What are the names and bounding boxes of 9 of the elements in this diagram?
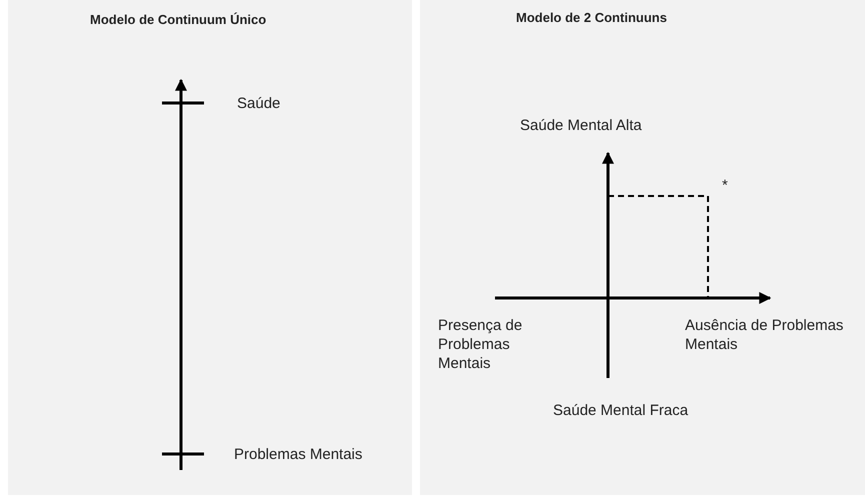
axis-label: Saúde Mental Alta (520, 116, 642, 135)
axis-label: Ausência de Problemas Mentais (685, 316, 844, 354)
axis-label: Presença de Problemas Mentais (438, 316, 524, 373)
annotation-mark: * (722, 176, 728, 195)
axis-label: Saúde (237, 94, 280, 113)
axis-label: Problemas Mentais (234, 445, 362, 464)
panel-heading: Modelo de Continuum Único (90, 11, 266, 29)
panel-heading: Modelo de 2 Continuuns (516, 9, 667, 27)
axis-label: Saúde Mental Fraca (553, 401, 688, 420)
